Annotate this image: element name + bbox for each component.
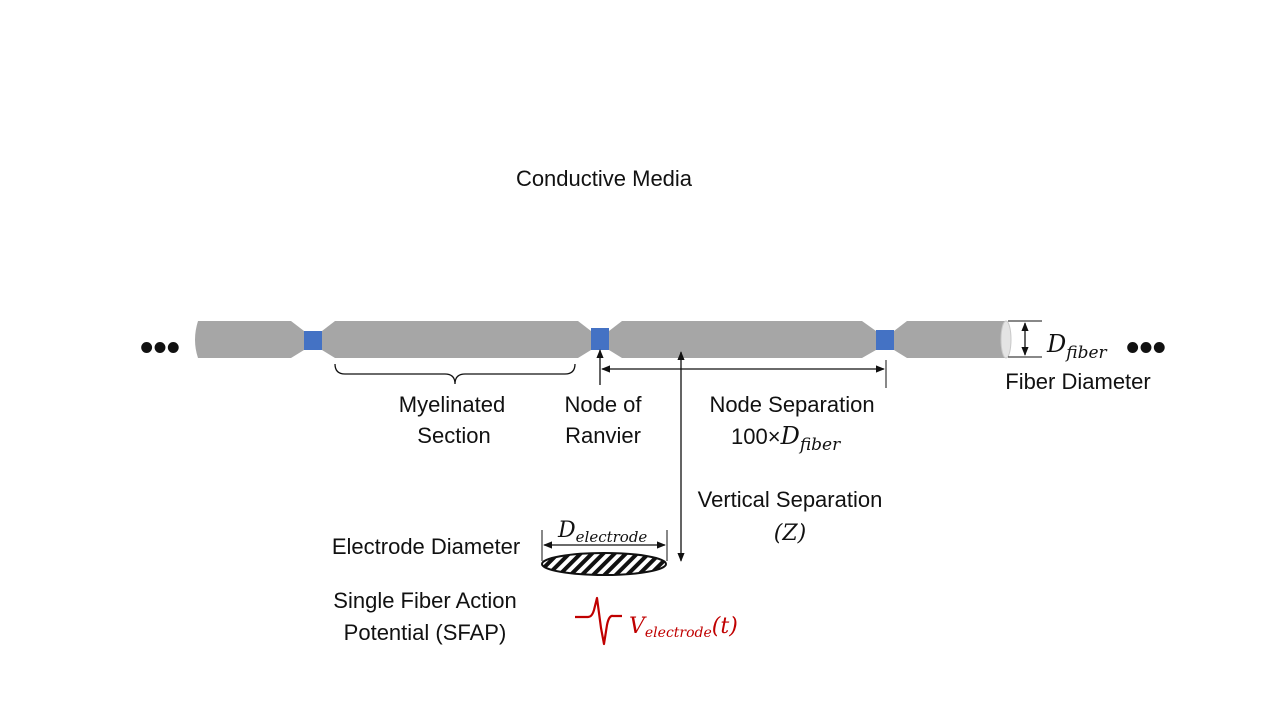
node-label-line1: Node of bbox=[564, 392, 642, 417]
sfap-label-line1: Single Fiber Action bbox=[333, 588, 516, 613]
right-ellipsis: ••• bbox=[1126, 327, 1166, 369]
myelinated-section-brace bbox=[334, 363, 576, 385]
node-of-ranvier-3 bbox=[876, 330, 894, 350]
myelinated-label-line1: Myelinated bbox=[399, 392, 505, 417]
electrode-disc bbox=[541, 552, 667, 576]
myelin-segment-1 bbox=[195, 321, 304, 358]
fiber-diameter-label: Fiber Diameter bbox=[1005, 369, 1150, 394]
vertical-separation-symbol: (Z) bbox=[774, 521, 806, 546]
myelinated-label-line2: Section bbox=[417, 423, 490, 448]
electrode-diameter-symbol: Delectrode bbox=[557, 518, 647, 546]
node-separation-label: Node Separation bbox=[709, 392, 874, 417]
myelin-segment-2 bbox=[322, 321, 591, 358]
fiber-diameter-symbol: Dfiber bbox=[1046, 330, 1108, 363]
node-separation-formula: 100×Dfiber bbox=[731, 422, 841, 455]
node-of-ranvier-1 bbox=[304, 331, 322, 350]
fiber-end-cap bbox=[1000, 320, 1012, 359]
myelin-segment-3 bbox=[609, 321, 876, 358]
node-label-line2: Ranvier bbox=[565, 423, 641, 448]
electrode-diameter-label: Electrode Diameter bbox=[332, 534, 520, 559]
axon-fiber bbox=[195, 320, 1012, 359]
myelin-segment-4 bbox=[894, 321, 1006, 358]
diagram-title: Conductive Media bbox=[516, 166, 693, 191]
node-of-ranvier-2 bbox=[591, 328, 609, 350]
vertical-separation-label: Vertical Separation bbox=[698, 487, 883, 512]
left-ellipsis: ••• bbox=[140, 327, 180, 369]
sfap-label-line2: Potential (SFAP) bbox=[344, 620, 507, 645]
sfap-waveform bbox=[575, 596, 622, 646]
electrode-voltage-symbol: Velectrode(t) bbox=[629, 614, 738, 641]
